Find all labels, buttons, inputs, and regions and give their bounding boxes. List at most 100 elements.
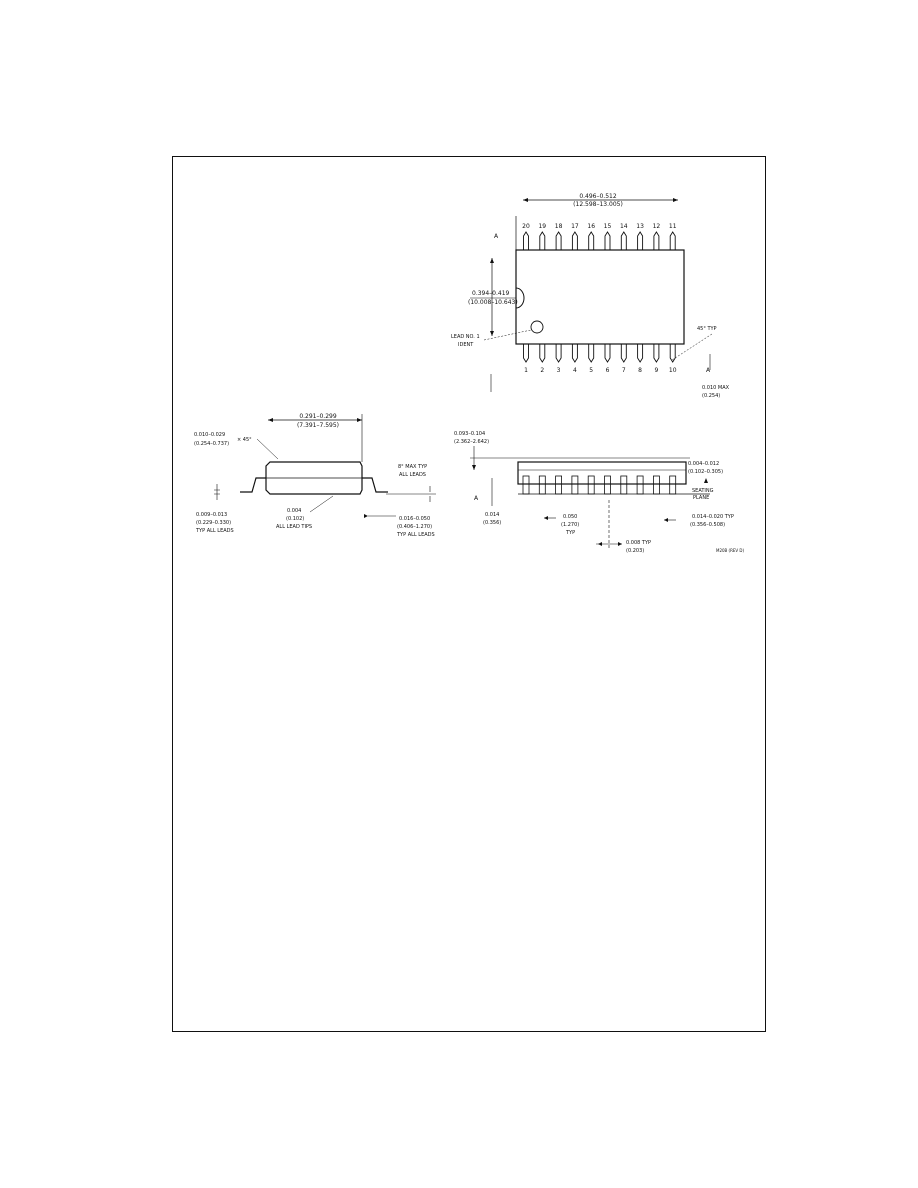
side-lead: [538, 475, 546, 495]
top-pin-11: [669, 231, 676, 250]
drawing-frame: [172, 156, 766, 1032]
top-pin-number: 20: [522, 223, 530, 230]
lead1-label-ident: IDENT: [458, 342, 474, 348]
top-pin-19: [539, 231, 546, 250]
pin1-dot: [530, 320, 544, 334]
bottom-pin-number: 8: [638, 367, 642, 374]
foot-note: TYP ALL LEADS: [396, 532, 435, 538]
pitch-inch: 0.050: [563, 514, 577, 520]
bottom-pin-number: 6: [606, 367, 610, 374]
top-pin-number: 17: [571, 223, 579, 230]
top-datum-a: A: [494, 233, 499, 240]
bottom-pin-number: 7: [622, 367, 626, 374]
bottom-pin-number: 10: [669, 367, 677, 374]
side-lead: [669, 475, 677, 495]
top-width-mm: (10.008–10.643): [468, 299, 518, 306]
top-pin-12: [653, 231, 660, 250]
top-pin-13: [637, 231, 644, 250]
top-pin-number: 15: [604, 223, 612, 230]
foot-mm: (0.406–1.270): [397, 524, 432, 530]
bottom-pin-number: 9: [654, 367, 658, 374]
top-pin-18: [555, 231, 562, 250]
pitch-note: TYP: [565, 530, 575, 536]
top-pin-16: [588, 231, 595, 250]
top-pin-number: 16: [587, 223, 595, 230]
side-lead: [620, 475, 628, 495]
bottom-pin-number: 3: [557, 367, 561, 374]
flat-max-inch: 0.010 MAX: [702, 385, 730, 391]
lead-w-mm: (0.356–0.508): [690, 522, 725, 528]
standoff-inch: 0.004–0.012: [688, 461, 719, 467]
top-pin-17: [571, 231, 578, 250]
foot-inch: 0.016–0.050: [399, 516, 430, 522]
side-height-inch: 0.093–0.104: [454, 431, 485, 437]
bottom-pin-number: 1: [524, 367, 528, 374]
flat-max-mm: (0.254): [702, 393, 720, 399]
thickness-inch: 0.009–0.013: [196, 512, 227, 518]
bottom-pin-5: [588, 344, 595, 363]
offset-inch: 0.008 TYP: [626, 540, 651, 546]
lead-w-inch: 0.014–0.020 TYP: [692, 514, 734, 520]
side-body: [517, 461, 687, 485]
bottom-pin-8: [637, 344, 644, 363]
end-width-inch: 0.291–0.299: [299, 413, 337, 420]
thickness-note: TYP ALL LEADS: [195, 528, 234, 534]
top-length-mm: (12.598–13.005): [573, 201, 623, 208]
end-body: [265, 461, 363, 495]
side-lead: [571, 475, 579, 495]
offset-mm: (0.203): [626, 548, 644, 554]
top-pin-14: [620, 231, 627, 250]
bottom-pin-4: [571, 344, 578, 363]
lead-h-mm: (0.356): [483, 520, 501, 526]
bottom-pin-2: [539, 344, 546, 363]
end-view: 0.291–0.299 (7.391–7.595) 0.010–0.029 (0…: [194, 413, 436, 538]
top-pin-number: 12: [653, 223, 661, 230]
bottom-pin-number: 5: [589, 367, 593, 374]
side-lead: [587, 475, 595, 495]
side-lead: [604, 475, 611, 495]
bottom-pin-10: [669, 344, 676, 363]
bottom-pin-7: [620, 344, 627, 363]
top-length-inch: 0.496–0.512: [579, 193, 617, 200]
top-body: [515, 249, 685, 345]
bottom-pin-9: [653, 344, 660, 363]
end-width-mm: (7.391–7.595): [297, 422, 339, 429]
bottom-pin-number: 4: [573, 367, 577, 374]
chamfer-angle: × 45°: [237, 437, 252, 443]
chamfer-mm: (0.254–0.737): [194, 441, 229, 447]
top-view: 0.496–0.512 (12.598–13.005) A 0.394–0.41…: [451, 193, 730, 399]
thickness-mm: (0.229–0.330): [196, 520, 231, 526]
max-angle: 8° MAX TYP: [398, 464, 427, 470]
side-lead: [636, 475, 644, 495]
top-pin-20: [523, 231, 529, 250]
top-pin-number: 19: [538, 223, 546, 230]
top-pin-number: 14: [620, 223, 628, 230]
side-datum-a: A: [474, 495, 479, 502]
top-pin-number: 11: [669, 223, 677, 230]
coplan-note: ALL LEAD TIPS: [276, 524, 312, 530]
lead1-label: LEAD NO. 1: [451, 334, 480, 340]
angle-label: 45° TYP: [697, 326, 717, 332]
side-lead: [555, 475, 562, 495]
drawing-number: M20B (REV D): [716, 548, 745, 553]
chamfer-inch: 0.010–0.029: [194, 432, 225, 438]
bottom-pin-number: 2: [540, 367, 544, 374]
top-width-inch: 0.394–0.419: [472, 290, 510, 297]
bottom-pin-6: [604, 344, 611, 363]
lead-h-inch: 0.014: [485, 512, 499, 518]
top-pin-15: [604, 231, 611, 250]
side-height-mm: (2.362–2.642): [454, 439, 489, 445]
seating-plane-label: PLANE: [693, 495, 709, 501]
side-lead: [522, 475, 530, 495]
max-angle-leads: ALL LEADS: [399, 472, 426, 478]
side-view-leads: [522, 475, 677, 495]
top-pin-number: 18: [555, 223, 563, 230]
side-lead: [653, 475, 660, 495]
pitch-mm: (1.270): [561, 522, 579, 528]
seating-label: SEATING: [692, 488, 714, 494]
standoff-mm: (0.102–0.305): [688, 469, 723, 475]
coplan-mm: (0.102): [286, 516, 304, 522]
top-datum-a-right: A: [706, 367, 711, 374]
